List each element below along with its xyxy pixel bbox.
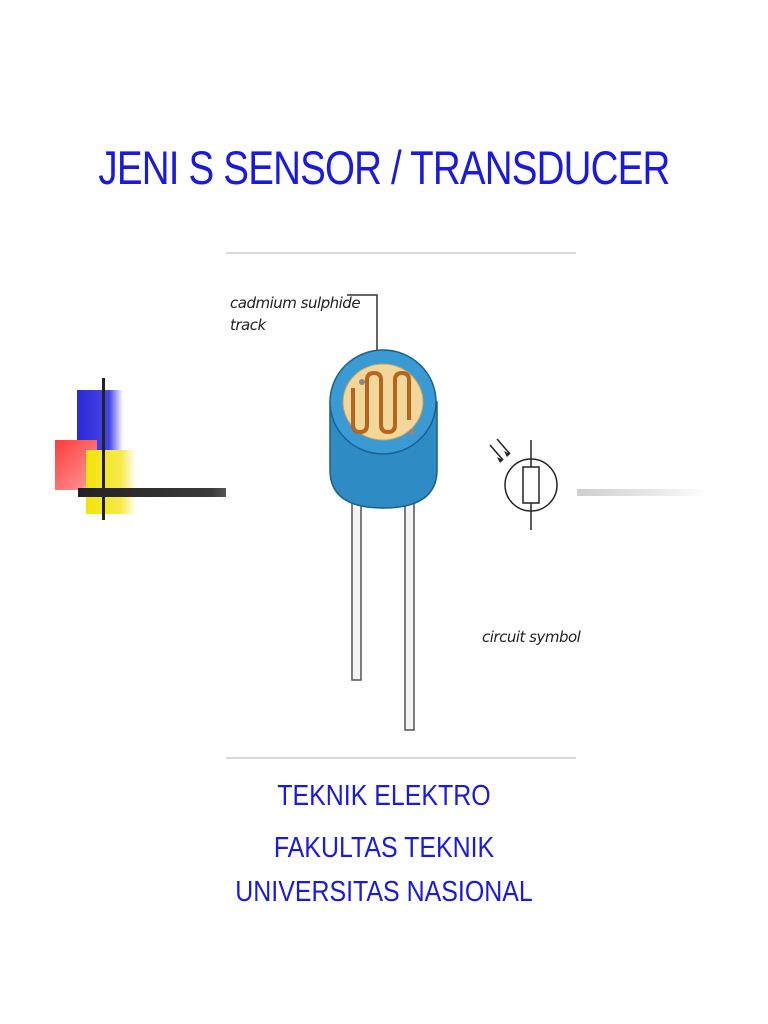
decor-yellow-square <box>86 450 136 514</box>
cds-track-label: cadmium sulphide track <box>230 292 361 336</box>
cds-track <box>351 370 411 435</box>
top-divider <box>226 252 576 254</box>
ldr-leg-left <box>351 489 362 681</box>
bottom-divider <box>226 757 576 759</box>
ldr-diagram <box>329 294 558 731</box>
cds-label-line1: cadmium sulphide <box>230 294 361 312</box>
decor-horizontal-line <box>78 488 226 497</box>
footer-line-1: TEKNIK ELEKTRO <box>277 780 491 812</box>
cds-label-line2: track <box>230 316 266 334</box>
light-arrow-1 <box>489 444 504 461</box>
ldr-leg-right <box>404 489 415 731</box>
footer-line-3: UNIVERSITAS NASIONAL <box>235 876 533 908</box>
decor-horizontal-line-right <box>577 489 707 496</box>
light-arrow-2 <box>496 438 511 455</box>
circuit-symbol-label: circuit symbol <box>482 628 581 646</box>
footer-line-2: FAKULTAS TEKNIK <box>273 832 495 864</box>
light-arrowheads <box>497 451 510 463</box>
slide-title: JENI S SENSOR / TRANSDUCER <box>98 141 670 194</box>
circuit-symbol <box>489 438 558 530</box>
decor-vertical-line <box>102 378 105 520</box>
circuit-resistor <box>522 466 540 504</box>
ldr-contact-right <box>409 429 415 435</box>
ldr-contact-left <box>359 379 365 385</box>
